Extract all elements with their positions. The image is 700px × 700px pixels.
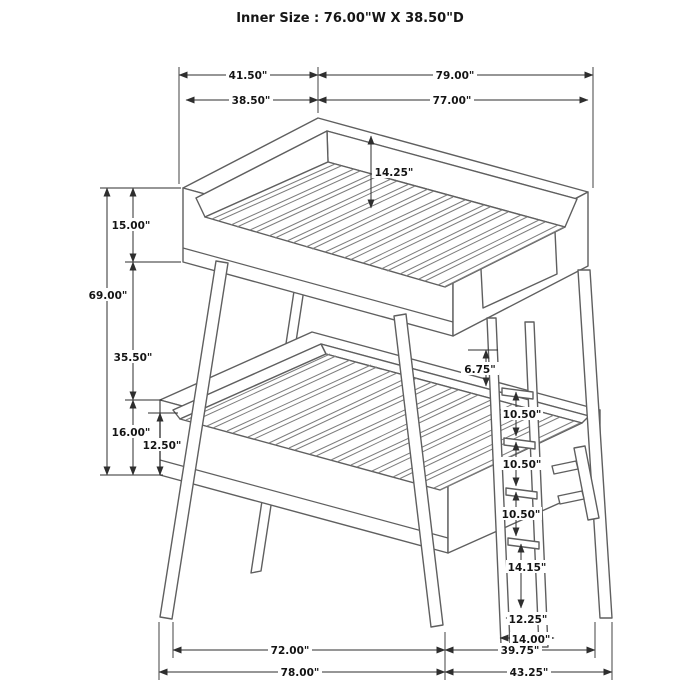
lower-bunk <box>159 331 601 554</box>
ladder-rung-2 <box>503 437 536 450</box>
dim-label-top-width-inner: 38.50" <box>229 93 273 107</box>
label-background <box>501 407 543 420</box>
dim-label-bunk-gap: 35.50" <box>111 350 155 364</box>
dimension-labels: 41.50" 79.00" 38.50" 77.00" 14.25" 15.00… <box>86 68 552 679</box>
dim-label-ladder-top: 6.75" <box>461 362 499 376</box>
label-background <box>430 93 474 106</box>
dim-label-floor-depth-outer: 43.25" <box>507 665 551 679</box>
end-bracket-step-1 <box>551 460 579 475</box>
dim-label-top-length-outer: 79.00" <box>433 68 477 82</box>
end-bracket <box>551 445 600 521</box>
dim-text: 39.75" <box>501 645 540 657</box>
dim-text: 69.00" <box>89 290 128 302</box>
front-right-leg <box>393 313 444 628</box>
dim-text: 77.00" <box>433 95 472 107</box>
upper-bunk-slats-edge <box>217 165 565 288</box>
label-background <box>140 438 184 451</box>
dim-label-floor-depth-inner: 39.75" <box>498 643 542 657</box>
dim-text: 79.00" <box>436 70 475 82</box>
label-background <box>506 560 548 573</box>
label-background <box>278 665 322 678</box>
dim-text: 12.50" <box>143 440 182 452</box>
dim-label-floor-length-inner: 72.00" <box>268 643 312 657</box>
front-left-leg <box>159 260 229 620</box>
dim-label-upper-rail-height: 15.00" <box>109 218 153 232</box>
label-background <box>109 425 153 438</box>
dim-text: 14.25" <box>375 167 414 179</box>
dim-text: 43.25" <box>510 667 549 679</box>
bed-drawing <box>159 117 613 648</box>
label-background <box>507 665 551 678</box>
diagram-title: Inner Size : 76.00"W X 38.50"D <box>236 11 464 26</box>
label-background <box>510 632 552 645</box>
label-background <box>500 507 542 520</box>
label-background <box>433 68 477 81</box>
label-background <box>86 288 130 301</box>
dim-text: 72.00" <box>271 645 310 657</box>
dim-label-lower-section: 16.00" <box>109 425 153 439</box>
dim-text: 10.50" <box>503 459 542 471</box>
upper-bunk <box>182 117 589 337</box>
dim-text: 14.15" <box>508 562 547 574</box>
upper-bunk-slats <box>211 163 559 286</box>
dim-label-floor-length-outer: 78.00" <box>278 665 322 679</box>
dim-text: 41.50" <box>229 70 268 82</box>
dim-text: 15.00" <box>112 220 151 232</box>
extension-lines <box>100 67 613 680</box>
label-background <box>507 612 549 625</box>
dim-label-rail-to-slat: 14.25" <box>372 165 416 179</box>
dim-label-top-width-outer: 41.50" <box>226 68 270 82</box>
dim-text: 38.50" <box>232 95 271 107</box>
ladder-rung-3 <box>505 487 538 500</box>
end-bracket-step-2 <box>557 490 585 505</box>
dim-label-lower-slat: 12.50" <box>140 438 184 452</box>
dim-label-rung-1: 10.50" <box>501 407 543 421</box>
dim-label-rung-3: 10.50" <box>500 507 542 521</box>
dim-label-ladder-bottom: 14.15" <box>506 560 548 574</box>
dim-text: 10.50" <box>502 509 541 521</box>
dim-text: 78.00" <box>281 667 320 679</box>
label-background <box>229 93 273 106</box>
label-background <box>109 218 153 231</box>
lower-bunk-front-rail-line <box>159 459 449 539</box>
dim-label-top-length-inner: 77.00" <box>430 93 474 107</box>
upper-bunk-front-rail-line <box>182 247 454 323</box>
label-background <box>268 643 312 656</box>
dim-text: 12.25" <box>509 614 548 626</box>
label-background <box>498 643 542 656</box>
label-background <box>461 362 499 375</box>
dim-text: 35.50" <box>114 352 153 364</box>
dim-text: 16.00" <box>112 427 151 439</box>
label-background <box>372 165 416 178</box>
lower-bunk-slats <box>185 353 575 489</box>
label-background <box>226 68 270 81</box>
dim-text: 6.75" <box>464 364 495 376</box>
label-background <box>111 350 155 363</box>
dim-label-overall-height: 69.00" <box>86 288 130 302</box>
dim-label-rung-2: 10.50" <box>501 457 543 471</box>
dim-label-ladder-width-inner: 12.25" <box>507 612 549 626</box>
label-background <box>501 457 543 470</box>
dim-text: 10.50" <box>503 409 542 421</box>
